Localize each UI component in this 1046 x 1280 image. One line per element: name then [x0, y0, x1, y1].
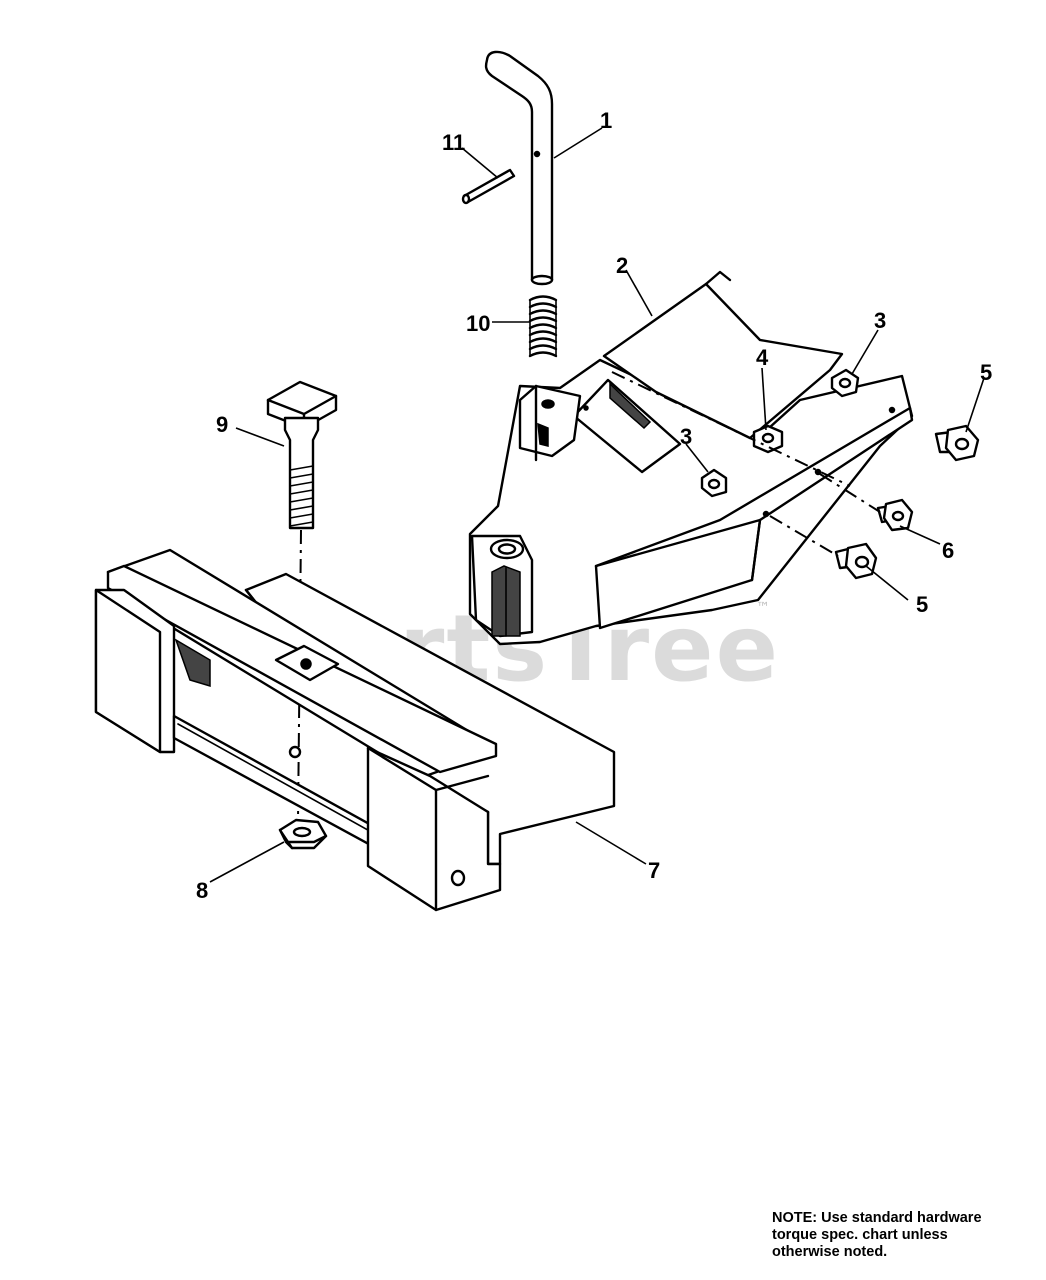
callout-1: 1 [600, 108, 612, 133]
callout-2: 2 [616, 253, 628, 278]
note-line-1: Use standard hardware [821, 1210, 982, 1226]
part-11-roll-pin[interactable] [461, 168, 516, 205]
part-5-screw-upper[interactable] [934, 424, 980, 462]
callout-10: 10 [466, 311, 490, 336]
callout-5-upper: 5 [980, 360, 992, 385]
watermark-trademark: ™ [756, 600, 770, 616]
part-4-nut[interactable] [752, 424, 784, 454]
callout-3-upper: 3 [874, 308, 886, 333]
note-line-3: otherwise noted. [772, 1244, 888, 1260]
callout-11: 11 [442, 130, 465, 155]
centerline-screw-5-lower [769, 515, 839, 557]
note-label: NOTE: [772, 1210, 818, 1226]
part-7-base-bracket[interactable] [94, 548, 616, 912]
part-9-bolt[interactable] [266, 380, 338, 530]
centerline-screw-6 [819, 473, 881, 513]
hardware-note: NOTE: Use standard hardware torque spec.… [772, 1210, 1022, 1261]
part-10-spring[interactable] [528, 295, 558, 361]
callout-9: 9 [216, 412, 228, 437]
callout-8: 8 [196, 878, 208, 903]
note-line-2: torque spec. chart unless [772, 1227, 948, 1243]
part-5-screw-lower[interactable] [834, 542, 878, 580]
callout-7: 7 [648, 858, 660, 883]
callout-4: 4 [756, 345, 769, 370]
part-3-nut-lower[interactable] [700, 468, 728, 498]
callout-5-lower: 5 [916, 592, 928, 617]
callout-6: 6 [942, 538, 954, 563]
leader-lines [209, 127, 985, 883]
part-8-hex-nut[interactable] [278, 818, 328, 850]
part-3-nut-upper[interactable] [830, 368, 860, 398]
part-6-screw[interactable] [876, 498, 914, 532]
callout-3-lower: 3 [680, 424, 692, 449]
callouts: 1 2 3 3 4 5 5 6 7 8 9 10 11 [196, 108, 992, 903]
part-1-pin[interactable] [484, 50, 554, 286]
part-2-mount-bracket[interactable] [468, 270, 914, 646]
